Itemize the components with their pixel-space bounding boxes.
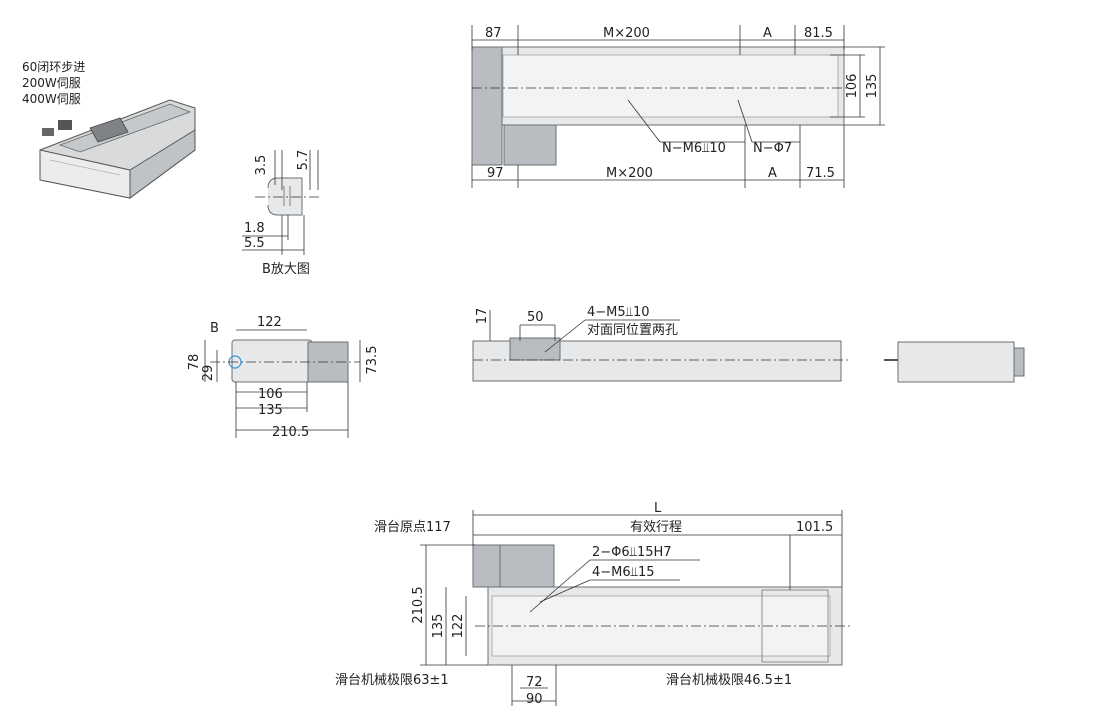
top-dim-mx200: M×200	[603, 26, 650, 41]
motor-option-2: 200W伺服	[22, 76, 81, 90]
bottom-dim-mx200: M×200	[606, 166, 653, 181]
right-dim-135: 135	[865, 74, 880, 99]
bottom-dim-97: 97	[487, 166, 504, 181]
end-dim-210-5: 210.5	[272, 425, 309, 440]
motor-option-3: 400W伺服	[22, 92, 81, 106]
detail-dim-3-5: 3.5	[254, 155, 269, 176]
top-dim-87: 87	[485, 26, 502, 41]
end-dim-29: 29	[201, 365, 216, 382]
bottom-callout-2: 4−M6⫫15	[592, 565, 655, 580]
right-dim-106: 106	[845, 74, 860, 99]
top-view: 87 M×200 A 81.5 97 M×200 A 71.5 106 135 …	[471, 25, 885, 188]
bottom-dim-71-5: 71.5	[806, 166, 835, 181]
end-dim-106: 106	[258, 387, 283, 402]
end-view: B 122 78 29 73.5 106 135 210.5	[187, 315, 380, 440]
detail-b-view: 3.5 5.7 1.8 5.5 B放大图	[242, 150, 320, 277]
bottom-callout-1: 2−Φ6⫫15H7	[592, 545, 672, 560]
bottom-dim-210-5: 210.5	[411, 586, 426, 623]
side-dim-17: 17	[475, 308, 490, 325]
end-dim-135: 135	[258, 403, 283, 418]
end-dim-78: 78	[187, 354, 202, 371]
callout-thread: N−M6⫫10	[662, 141, 726, 156]
end-dim-73-5: 73.5	[365, 346, 380, 375]
top-dim-81-5: 81.5	[804, 26, 833, 41]
bottom-dim-122: 122	[451, 614, 466, 639]
bottom-label-origin: 滑台原点117	[374, 520, 451, 535]
side-dim-50: 50	[527, 310, 544, 325]
bottom-view: L 有效行程 滑台原点117 101.5 210.5 135 122 2−Φ6⫫…	[335, 501, 850, 707]
side-callout-note: 对面同位置两孔	[587, 323, 678, 338]
bottom-dim-72: 72	[526, 675, 543, 690]
isometric-product-image	[39, 99, 196, 199]
bottom-label-l: L	[654, 501, 662, 516]
end-dim-122: 122	[257, 315, 282, 330]
top-dim-a: A	[763, 26, 772, 41]
end-label-b: B	[210, 321, 219, 336]
side-view: 17 50 4−M5⫫10 对面同位置两孔	[472, 305, 1025, 383]
side-callout: 4−M5⫫10	[587, 305, 650, 320]
bottom-dim-135: 135	[431, 614, 446, 639]
detail-dim-5-5: 5.5	[244, 236, 265, 251]
bottom-dim-90: 90	[526, 692, 543, 707]
callout-hole: N−Φ7	[753, 141, 792, 156]
detail-caption: B放大图	[262, 262, 310, 277]
detail-dim-1-8: 1.8	[244, 221, 265, 236]
detail-dim-5-7: 5.7	[296, 150, 311, 171]
bottom-dim-a: A	[768, 166, 777, 181]
bottom-label-stroke: 有效行程	[630, 520, 682, 535]
bottom-dim-101-5: 101.5	[796, 520, 833, 535]
motor-option-1: 60闭环步进	[22, 60, 86, 74]
bottom-limit-right: 滑台机械极限46.5±1	[666, 673, 792, 688]
bottom-limit-left: 滑台机械极限63±1	[335, 673, 449, 688]
